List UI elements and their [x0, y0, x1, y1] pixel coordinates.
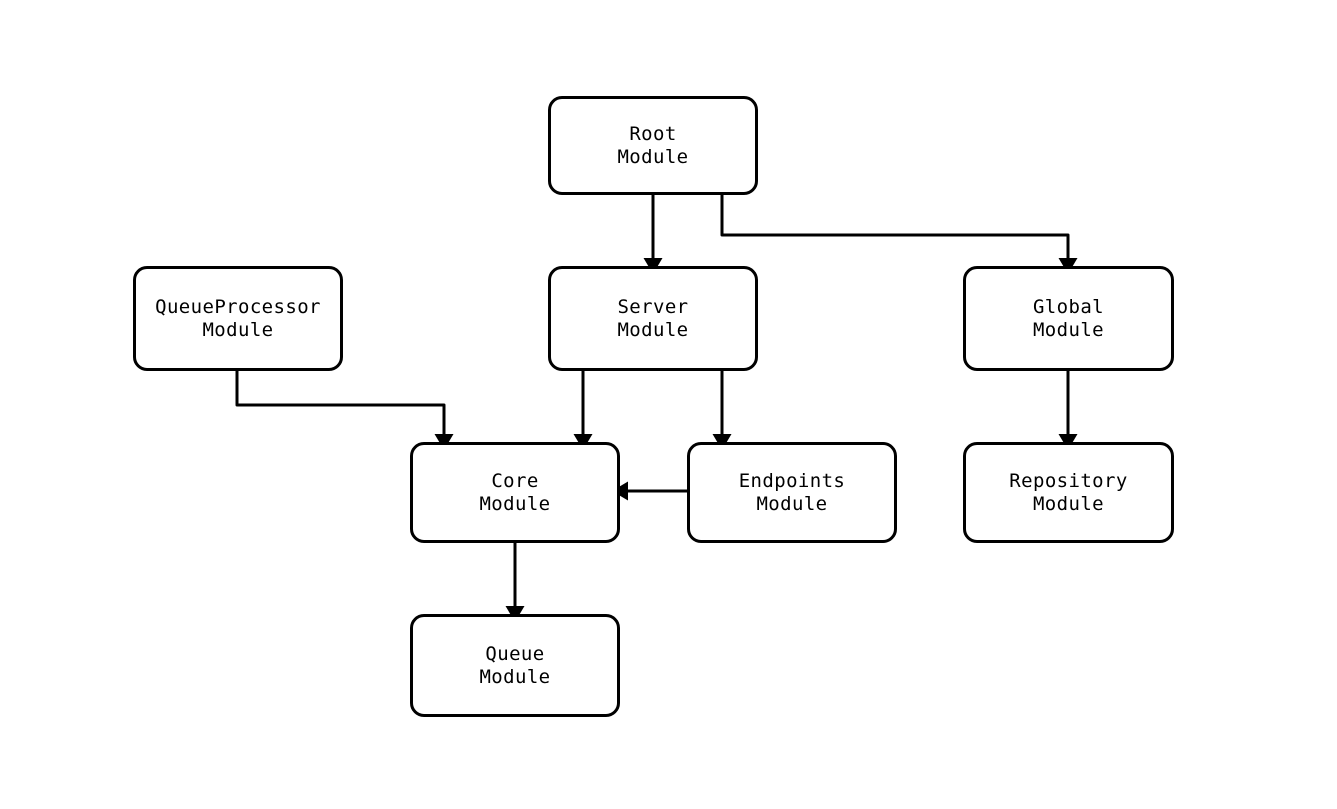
- node-queue-subtitle: Module: [479, 665, 551, 688]
- node-endpoints-title: Endpoints: [738, 469, 846, 492]
- arrowhead-endpoints-to-core: [612, 481, 628, 501]
- edge-queueprocessor-to-core: [235, 371, 446, 434]
- node-queue-title: Queue: [485, 642, 545, 665]
- node-root-subtitle: Module: [617, 145, 689, 168]
- node-root-title: Root: [629, 122, 677, 145]
- node-queueprocessor-subtitle: Module: [202, 318, 274, 341]
- edge-root-to-global: [720, 195, 1070, 258]
- node-repository-title: Repository: [1009, 469, 1128, 492]
- node-server-title: Server: [617, 295, 689, 318]
- node-global-subtitle: Module: [1032, 318, 1105, 341]
- node-server-subtitle: Module: [617, 318, 689, 341]
- node-core-title: Core: [491, 469, 539, 492]
- node-core-subtitle: Module: [479, 492, 551, 515]
- node-endpoints-subtitle: Module: [756, 492, 828, 515]
- node-repository-subtitle: Module: [1032, 492, 1105, 515]
- node-global-title: Global: [1032, 295, 1105, 318]
- node-queueprocessor-title: QueueProcessor: [155, 295, 321, 318]
